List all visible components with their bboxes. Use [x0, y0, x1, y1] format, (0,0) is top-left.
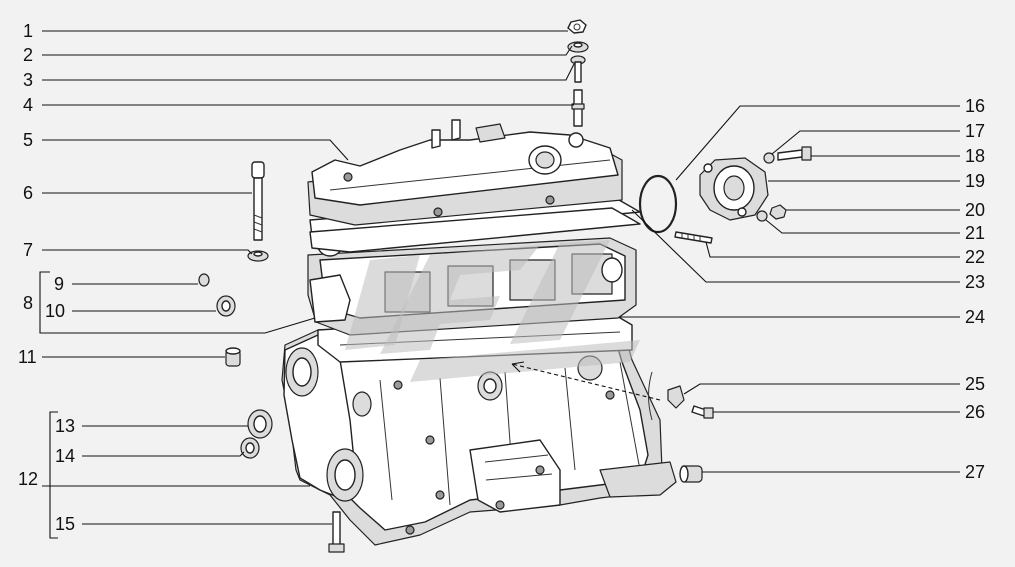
- callout-1: 1: [23, 21, 33, 41]
- part-22-stud: [674, 231, 713, 244]
- part-18-bolt: [777, 146, 812, 161]
- callout-3: 3: [23, 70, 33, 90]
- callout-12: 12: [18, 469, 38, 489]
- callout-7: 7: [23, 240, 33, 260]
- callout-21: 21: [965, 223, 985, 243]
- part-26-bolt: [691, 405, 714, 419]
- cylinder-block: [281, 317, 677, 546]
- callout-5: 5: [23, 130, 33, 150]
- part-19-water-pump: [699, 157, 769, 221]
- valve-cover: [307, 119, 623, 226]
- callout-2: 2: [23, 45, 33, 65]
- part-11-bushing: [225, 347, 241, 367]
- callout-8: 8: [23, 293, 33, 313]
- callout-20: 20: [965, 200, 985, 220]
- callout-16: 16: [965, 96, 985, 116]
- callout-15: 15: [55, 514, 75, 534]
- part-2-washer: [567, 41, 589, 53]
- callout-26: 26: [965, 402, 985, 422]
- part-15-bolt: [328, 511, 345, 553]
- part-27-bushing: [679, 465, 703, 483]
- part-1-nut: [567, 19, 587, 34]
- callout-10: 10: [45, 301, 65, 321]
- part-13-oil-seal: [247, 409, 273, 439]
- part-14-small-seal: [240, 437, 260, 459]
- callout-18: 18: [965, 146, 985, 166]
- callouts-right: 16 17 18 19 20 21 22 23 24 25 26 27: [965, 96, 985, 482]
- leader-lines-left: [39, 30, 575, 539]
- callout-25: 25: [965, 374, 985, 394]
- callout-23: 23: [965, 272, 985, 292]
- part-25-sensor: [648, 371, 685, 421]
- part-6-long-bolt: [251, 161, 265, 241]
- callout-4: 4: [23, 95, 33, 115]
- part-17-washer: [763, 152, 775, 164]
- part-16-o-ring: [638, 174, 678, 234]
- callout-13: 13: [55, 416, 75, 436]
- callouts-left: 1 2 3 4 5 6 7 8 9 10 11 12 13 14 15: [18, 21, 75, 534]
- callout-22: 22: [965, 247, 985, 267]
- part-20-nut: [769, 204, 787, 220]
- part-10-seal: [216, 295, 236, 317]
- callout-9: 9: [54, 274, 64, 294]
- callout-11: 11: [18, 347, 37, 367]
- watermark-logo: [345, 240, 640, 382]
- part-7-washer: [247, 250, 269, 262]
- part-3-grommet-stud: [570, 55, 586, 83]
- part-21-washer: [756, 210, 768, 222]
- callout-6: 6: [23, 183, 33, 203]
- callout-24: 24: [965, 307, 985, 327]
- callout-14: 14: [55, 446, 75, 466]
- leader-lines-right: [511, 105, 960, 473]
- callout-19: 19: [965, 171, 985, 191]
- callout-27: 27: [965, 462, 985, 482]
- part-4-stud: [571, 89, 585, 127]
- part-9-plug: [198, 273, 210, 287]
- callout-17: 17: [965, 121, 985, 141]
